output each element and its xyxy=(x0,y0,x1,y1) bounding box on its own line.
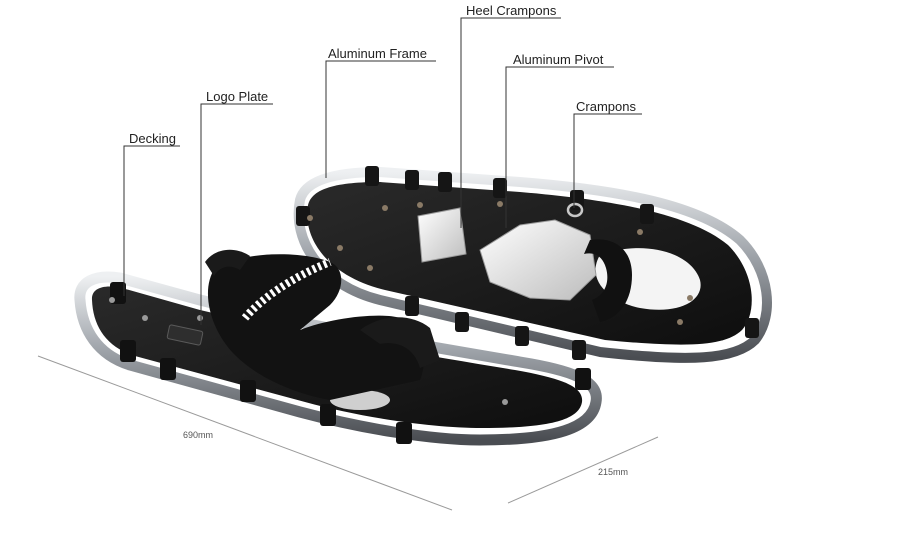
front-frame-clips xyxy=(110,282,591,444)
dimension-lines xyxy=(37,355,659,511)
back-binding xyxy=(584,239,632,322)
leader-lines xyxy=(123,17,642,325)
back-crampon-ring xyxy=(566,202,584,218)
dimension-line-length xyxy=(37,355,453,511)
label-aluminum-frame: Aluminum Frame xyxy=(328,46,427,61)
back-rivets xyxy=(307,201,693,325)
label-heel-crampons: Heel Crampons xyxy=(466,3,557,18)
front-toe-strap xyxy=(360,317,440,368)
leader-heel-crampons xyxy=(460,17,561,228)
front-logo-plate xyxy=(166,324,204,346)
label-crampons: Crampons xyxy=(576,99,636,114)
label-decking: Decking xyxy=(129,131,176,146)
front-binding-strap xyxy=(241,258,332,321)
dimension-line-width xyxy=(507,436,659,504)
label-logo-plate: Logo Plate xyxy=(206,89,269,104)
leader-aluminum-frame xyxy=(325,60,436,178)
label-aluminum-pivot: Aluminum Pivot xyxy=(513,52,604,67)
leader-logo-plate xyxy=(200,103,273,325)
dimension-label-length: 690mm xyxy=(183,430,214,440)
front-snowshoe xyxy=(74,249,602,446)
leader-crampons xyxy=(573,113,642,208)
front-heel-strap xyxy=(205,249,250,276)
leader-decking xyxy=(123,145,180,296)
back-heel-crampon xyxy=(417,207,467,263)
leader-aluminum-pivot xyxy=(505,66,614,228)
front-binding xyxy=(207,254,424,400)
back-main-crampon xyxy=(479,219,597,301)
dimension-label-width: 215mm xyxy=(598,467,629,477)
